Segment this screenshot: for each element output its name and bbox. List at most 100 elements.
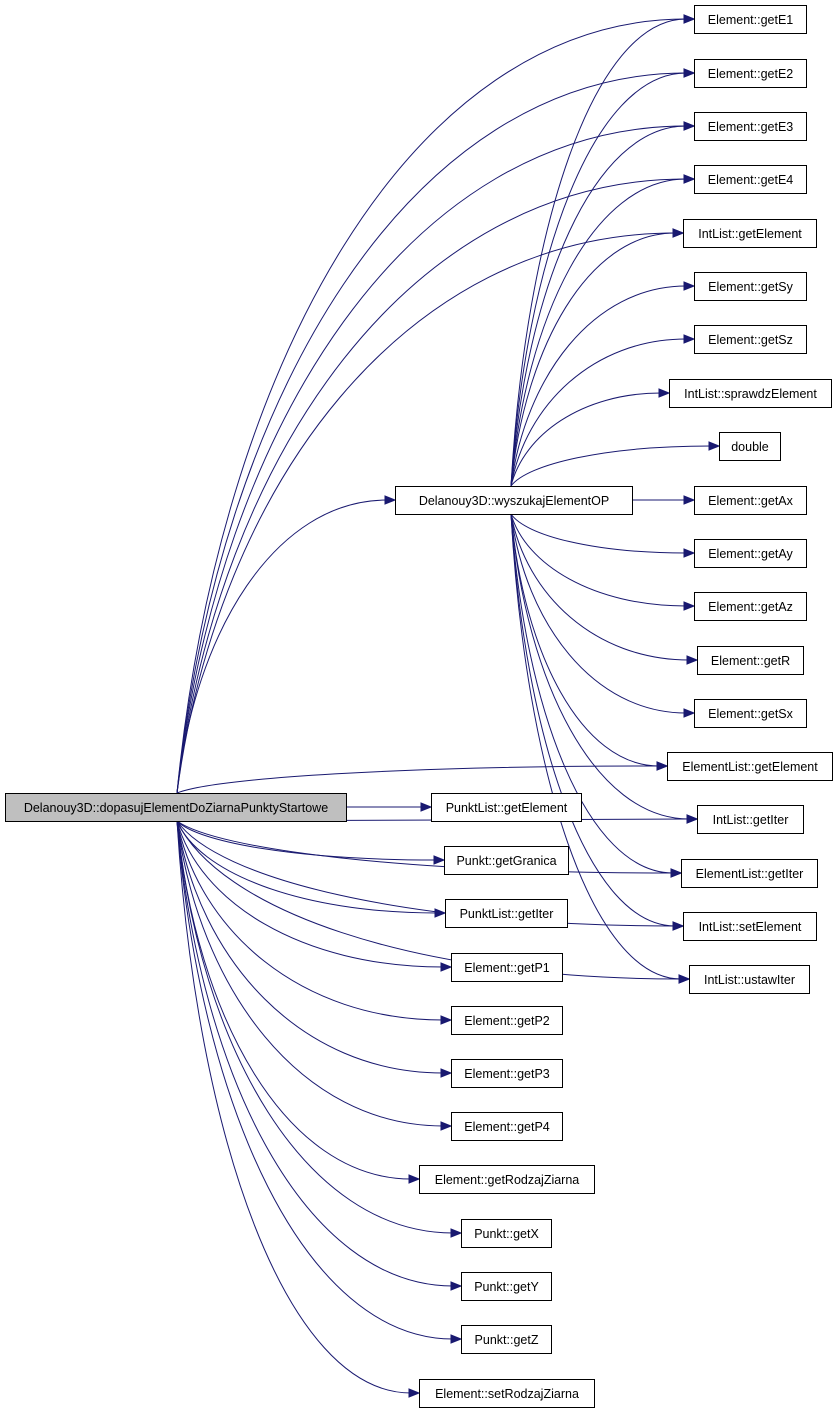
edge-root-ilge (176, 232, 676, 794)
edge-arrowhead (450, 1281, 463, 1291)
edge-wys-e4 (510, 178, 687, 487)
edge-root-p4 (176, 820, 444, 1127)
edge-arrowhead (686, 814, 699, 824)
edge-root-e1 (176, 18, 687, 794)
node-dbl[interactable]: double (719, 432, 781, 461)
node-label: Punkt::getX (474, 1227, 539, 1241)
edge-arrowhead (683, 14, 696, 24)
node-sz[interactable]: Element::getSz (694, 325, 807, 354)
node-pgran[interactable]: Punkt::getGranica (444, 846, 569, 875)
node-p2[interactable]: Element::getP2 (451, 1006, 563, 1035)
node-label: Element::getAy (708, 547, 793, 561)
node-box (445, 899, 568, 928)
node-srz[interactable]: Element::setRodzajZiarna (419, 1379, 595, 1408)
node-label: Punkt::getGranica (456, 854, 556, 868)
edge-arrowhead (450, 1228, 463, 1238)
node-py[interactable]: Punkt::getY (461, 1272, 552, 1301)
node-ilui[interactable]: IntList::ustawIter (689, 965, 810, 994)
node-ilgi[interactable]: IntList::getIter (697, 805, 804, 834)
node-p1[interactable]: Element::getP1 (451, 953, 563, 982)
node-ilse[interactable]: IntList::setElement (683, 912, 817, 941)
node-label: IntList::setElement (699, 920, 802, 934)
node-e2[interactable]: Element::getE2 (694, 59, 807, 88)
node-e1[interactable]: Element::getE1 (694, 5, 807, 34)
node-e4[interactable]: Element::getE4 (694, 165, 807, 194)
edge-root-p1 (176, 820, 444, 968)
node-label: PunktList::getElement (446, 801, 568, 815)
node-label: Element::getP1 (464, 961, 550, 975)
node-az[interactable]: Element::getAz (694, 592, 807, 621)
edge-root-ilse (176, 820, 676, 927)
call-nodes: Delanouy3D::dopasujElementDoZiarnaPunkty… (5, 5, 833, 1408)
node-box (694, 59, 807, 88)
node-label: Element::getP2 (464, 1014, 550, 1028)
edge-arrowhead (683, 495, 696, 505)
node-elgi[interactable]: ElementList::getIter (681, 859, 818, 888)
node-root[interactable]: Delanouy3D::dopasujElementDoZiarnaPunkty… (5, 793, 347, 822)
node-grz[interactable]: Element::getRodzajZiarna (419, 1165, 595, 1194)
edge-root-p3 (176, 820, 444, 1074)
node-box (419, 1165, 595, 1194)
node-px[interactable]: Punkt::getX (461, 1219, 552, 1248)
node-box (451, 1006, 563, 1035)
edge-root-pz (176, 820, 454, 1340)
node-box (694, 486, 807, 515)
edge-arrowhead (670, 868, 683, 878)
node-box (697, 646, 804, 675)
node-plgi[interactable]: PunktList::getIter (445, 899, 568, 928)
node-box (395, 486, 633, 515)
node-label: ElementList::getElement (682, 760, 818, 774)
edge-root-py (176, 820, 454, 1287)
node-label: Element::getRodzajZiarna (435, 1173, 580, 1187)
edge-root-ilui (176, 820, 682, 980)
node-sy[interactable]: Element::getSy (694, 272, 807, 301)
node-ax[interactable]: Element::getAx (694, 486, 807, 515)
edge-arrowhead (433, 855, 446, 865)
node-pz[interactable]: Punkt::getZ (461, 1325, 552, 1354)
node-plge[interactable]: PunktList::getElement (431, 793, 582, 822)
edge-wys-r (510, 513, 690, 661)
node-box (694, 112, 807, 141)
node-box (681, 859, 818, 888)
edge-arrowhead (450, 1334, 463, 1344)
node-box (697, 805, 804, 834)
node-elge[interactable]: ElementList::getElement (667, 752, 833, 781)
node-p3[interactable]: Element::getP3 (451, 1059, 563, 1088)
node-box (461, 1325, 552, 1354)
node-wys[interactable]: Delanouy3D::wyszukajElementOP (395, 486, 633, 515)
node-sx[interactable]: Element::getSx (694, 699, 807, 728)
node-box (694, 272, 807, 301)
node-ay[interactable]: Element::getAy (694, 539, 807, 568)
edge-arrowhead (683, 334, 696, 344)
node-box (451, 1059, 563, 1088)
node-ilspr[interactable]: IntList::sprawdzElement (669, 379, 832, 408)
edge-arrowhead (384, 495, 397, 505)
node-box (694, 592, 807, 621)
node-p4[interactable]: Element::getP4 (451, 1112, 563, 1141)
edge-wys-ilui (510, 513, 682, 980)
node-label: Element::getR (711, 654, 790, 668)
edge-wys-ilspr (510, 392, 662, 487)
edge-arrowhead (408, 1174, 421, 1184)
node-label: IntList::getIter (713, 813, 789, 827)
node-label: Delanouy3D::dopasujElementDoZiarnaPunkty… (24, 801, 328, 815)
edge-wys-e1 (510, 18, 687, 487)
edge-arrowhead (678, 974, 691, 984)
node-r[interactable]: Element::getR (697, 646, 804, 675)
edge-wys-az (510, 513, 687, 607)
node-box (461, 1219, 552, 1248)
edge-wys-sz (510, 338, 687, 487)
node-box (667, 752, 833, 781)
node-ilge[interactable]: IntList::getElement (683, 219, 817, 248)
edge-arrowhead (658, 388, 671, 398)
edge-arrowhead (440, 1121, 453, 1131)
edge-arrowhead (440, 962, 453, 972)
edge-wys-sx (510, 513, 687, 714)
node-box (694, 325, 807, 354)
node-e3[interactable]: Element::getE3 (694, 112, 807, 141)
edge-wys-dbl (510, 445, 712, 487)
node-label: ElementList::getIter (696, 867, 804, 881)
edge-root-grz (176, 820, 412, 1180)
node-label: IntList::ustawIter (704, 973, 795, 987)
